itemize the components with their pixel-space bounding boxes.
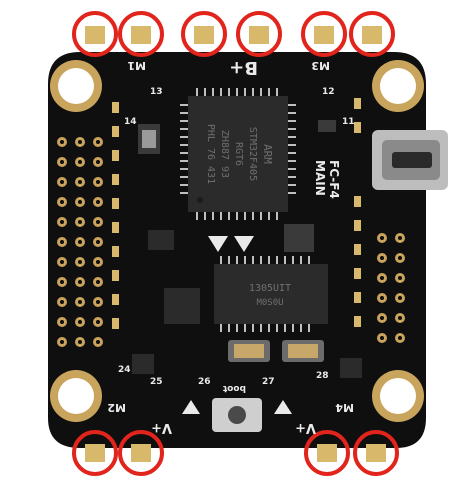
highlight-circle [118,11,164,57]
solder-pad [131,444,151,462]
silk-b-plus: B+ [229,57,258,78]
secondary-chip-text-1: 1305UIT [249,283,291,294]
right-pin-header [377,233,405,343]
solder-pad [314,26,334,44]
solder-pad [194,26,214,44]
mcu-text-5: PHL 76 431 [205,124,216,184]
silk-boot: boot [222,383,246,393]
direction-arrows [182,236,292,414]
silk-pin-28: 28 [316,371,329,381]
solder-pad [362,26,382,44]
mcu-text-2: STM32F405 [247,127,258,181]
silk-pin-25: 25 [150,377,163,387]
highlight-circle [304,430,350,476]
highlight-circle [236,11,282,57]
highlight-circle [72,11,118,57]
mcu-text-1: ARM [261,144,274,164]
boot-button [212,398,262,432]
usb-connector [372,130,448,190]
highlight-circle [118,430,164,476]
silk-pin-26: 26 [198,377,211,387]
highlight-circle [181,11,227,57]
mcu-text-3: RGT6 [233,142,244,166]
solder-pad [85,26,105,44]
silk-board-name: FC-F4 [327,160,341,199]
secondary-chip: 1305UIT M0S0U [214,256,328,332]
solder-pad [366,444,386,462]
bottom-pads [72,430,399,476]
highlight-circle [72,430,118,476]
mcu-chip: ARM STM32F405 RGT6 ZH887 93 PHL 76 431 [180,88,296,220]
silk-pin-14: 14 [124,117,137,127]
silk-board-sub: MAIN [313,160,327,196]
capacitors [228,340,324,362]
silk-m2: M2 [107,401,126,414]
mcu-text-4: ZH887 93 [219,130,230,178]
silk-pin-11: 11 [342,117,355,127]
small-components [132,120,362,378]
mounting-hole-top-right [372,60,424,112]
highlight-circle [301,11,347,57]
silk-v-plus-left: V+ [151,420,172,435]
highlight-circle [353,430,399,476]
silk-pin-27: 27 [262,377,275,387]
silk-v-plus-right: V+ [295,420,316,435]
side-smd-pads [112,98,361,329]
mounting-hole-bottom-left [50,370,102,422]
top-pads [72,11,395,57]
solder-pad [85,444,105,462]
silk-pin-12: 12 [322,87,335,97]
solder-pad [249,26,269,44]
silk-m4: M4 [335,401,354,414]
highlight-circle [349,11,395,57]
secondary-chip-text-2: M0S0U [256,298,283,308]
silk-pin-13: 13 [150,87,163,97]
mounting-hole-top-left [50,60,102,112]
silk-m1: M1 [127,59,146,72]
silk-m3: M3 [311,59,330,72]
silk-pin-24: 24 [118,365,131,375]
silkscreen-labels: M1 M2 M3 M4 B+ V+ V+ FC-F4 MAIN boot 13 … [107,57,354,435]
mounting-hole-bottom-right [372,370,424,422]
solder-pad [317,444,337,462]
left-pin-header [57,137,103,347]
solder-pad [131,26,151,44]
